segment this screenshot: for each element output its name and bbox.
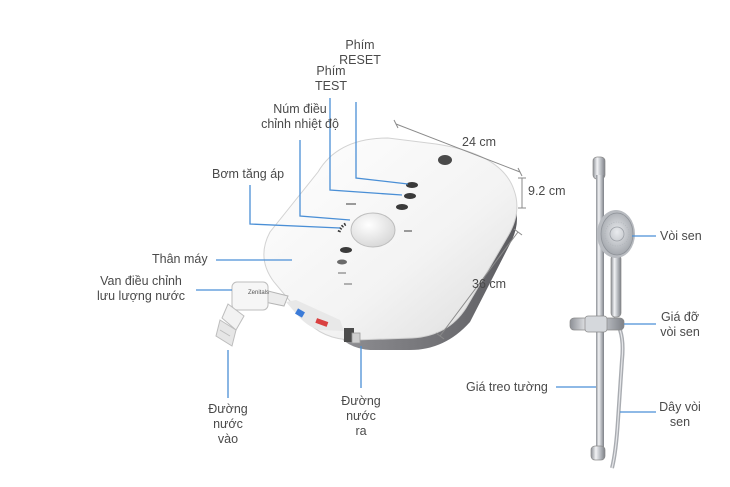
hose-label-line2: sen: [669, 415, 691, 429]
temp-knob-label-line1: Núm điều: [273, 102, 327, 116]
temperature-knob-icon: [350, 212, 396, 248]
shower-head-label: Vòi sen: [660, 229, 702, 243]
dimension-lines: [393, 119, 526, 340]
shower-handle: [610, 254, 622, 318]
outlet-label-line1: Đường: [341, 394, 381, 408]
holder-label-line1: Giá đỡ: [660, 310, 700, 324]
inlet-label-line2: nước: [213, 417, 243, 431]
reset-label-line2: RESET: [339, 53, 381, 67]
test-label-line1: Phím: [316, 64, 346, 78]
leader-lines: [196, 98, 656, 413]
shower-hose: [610, 316, 625, 469]
flow-valve: Zenitals: [215, 281, 289, 347]
reset-leader: [355, 102, 409, 185]
test-button-icon: [404, 193, 416, 199]
shower-holder-label: Giá đỡ vòi sen: [650, 310, 710, 340]
width-dimension-label: 24 cm: [462, 135, 497, 149]
reset-label-line1: Phím: [345, 38, 375, 52]
booster-pump-label: Bơm tăng áp: [212, 167, 285, 181]
inlet-label-line3: vào: [217, 432, 239, 446]
temp-knob-leader: [299, 140, 351, 221]
shower-set: [569, 156, 635, 469]
hose-label-line1: Dây vòi: [659, 400, 701, 414]
test-button-label: Phím TEST: [308, 64, 354, 94]
height-dimension-line: [439, 231, 519, 337]
holder-label-line2: vòi sen: [660, 325, 700, 339]
shower-hose-label: Dây vòi sen: [650, 400, 710, 430]
reset-button-label: Phím RESET: [334, 38, 386, 68]
outlet-label-line2: nước: [346, 409, 376, 423]
wall-rail-label: Giá treo tường: [466, 380, 548, 394]
wall-rail: [596, 175, 604, 453]
flow-valve-label-line1: Van điều chỉnh: [100, 274, 182, 288]
depth-dimension-label: 9.2 cm: [528, 184, 566, 198]
test-label-line2: TEST: [315, 79, 347, 93]
width-dimension-line: [395, 123, 521, 173]
inlet-label-line1: Đường: [208, 402, 248, 416]
svg-text:Zenitals: Zenitals: [248, 290, 269, 296]
power-button-icon: [337, 259, 347, 265]
height-dimension-label: 36 cm: [472, 277, 507, 291]
water-heater-unit: Zenitals: [215, 137, 518, 350]
water-outlet-label: Đường nước ra: [331, 394, 391, 439]
brand-logo-icon: [438, 155, 452, 165]
temp-knob-label-line2: chỉnh nhiệt độ: [261, 117, 339, 131]
water-inlet-label: Đường nước vào: [198, 402, 258, 447]
mode-button-icon: [340, 247, 352, 253]
flow-valve-label-line2: lưu lượng nước: [96, 289, 186, 303]
booster-leader: [249, 185, 341, 229]
booster-button-icon: [396, 204, 408, 210]
shower-head-icon: [600, 212, 634, 256]
temperature-knob-label: Núm điều chỉnh nhiệt độ: [240, 102, 360, 132]
flow-valve-label: Van điều chỉnh lưu lượng nước: [86, 274, 196, 304]
water-outlet-pipe: [344, 328, 354, 342]
reset-button-icon: [406, 182, 418, 188]
outlet-label-line3: ra: [355, 424, 367, 438]
body-label: Thân máy: [152, 252, 208, 266]
test-leader: [329, 98, 403, 196]
